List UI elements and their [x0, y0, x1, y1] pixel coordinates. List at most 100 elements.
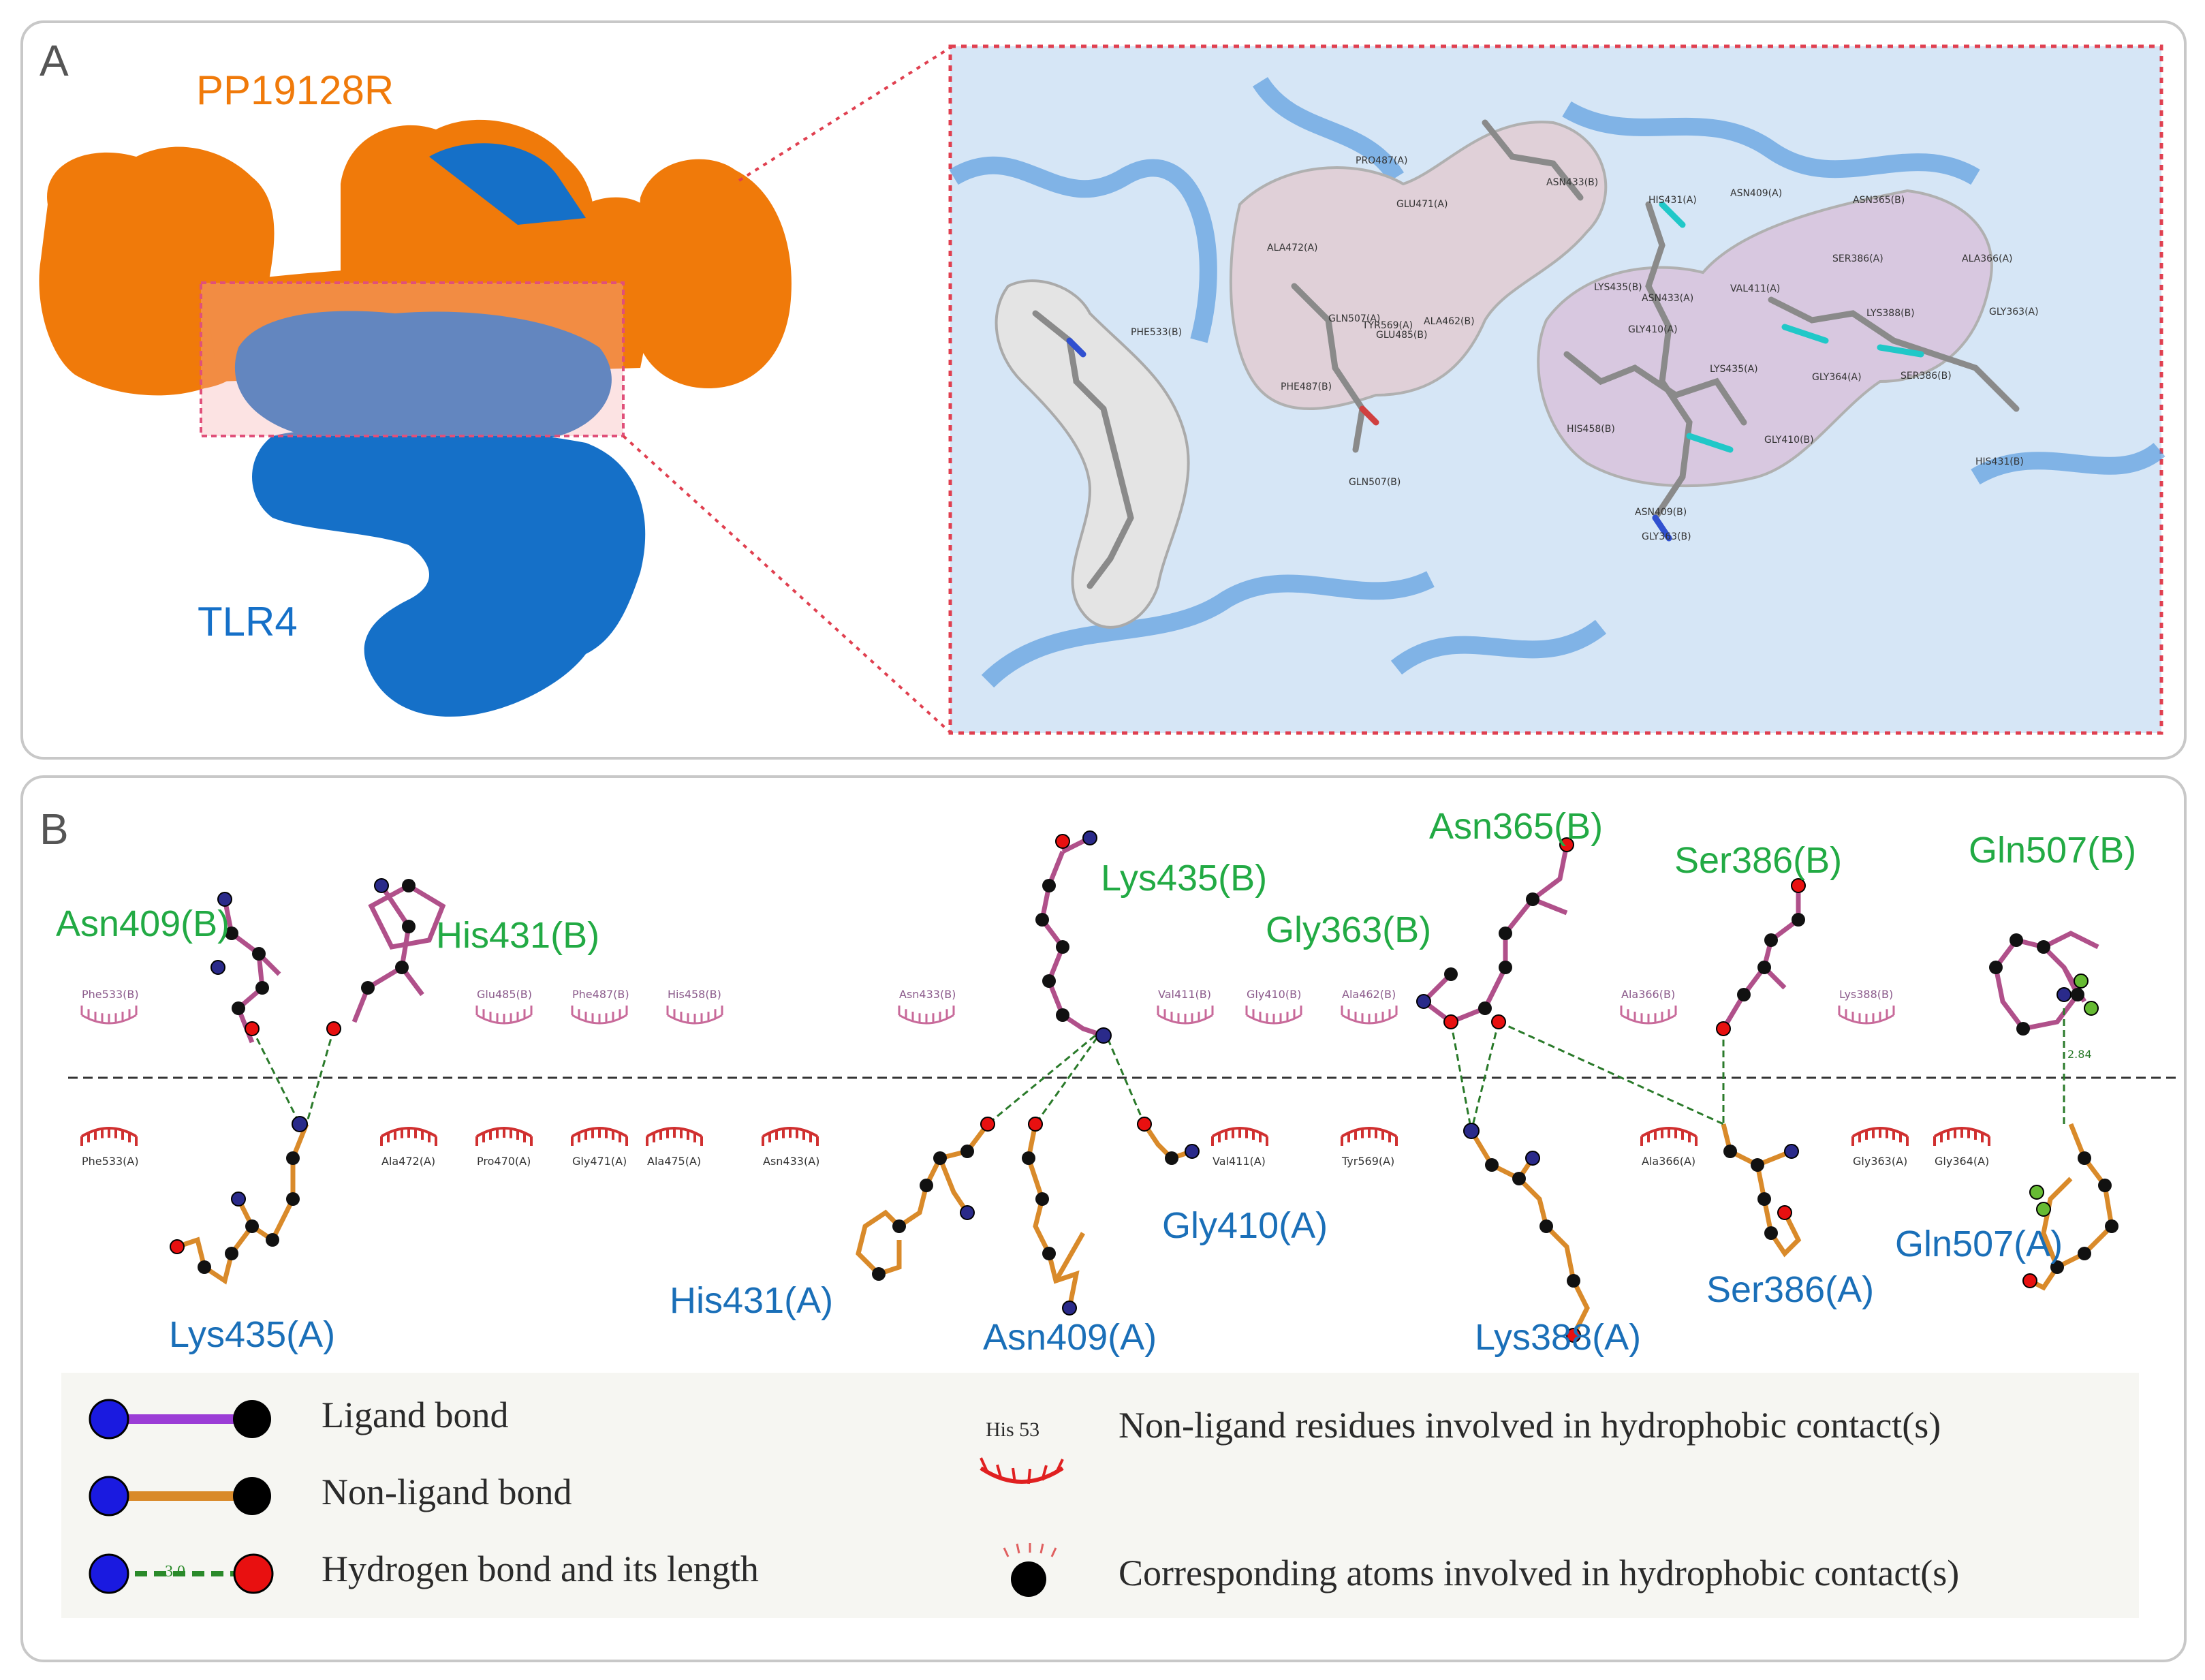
hydrophobic-residue-top: Gly410(B) [1247, 988, 1302, 1001]
label-asn409-a: Asn409(A) [983, 1317, 1157, 1358]
hydrophobic-arc-top [1838, 1006, 1895, 1025]
surface-patch-left [995, 279, 1190, 629]
legend-hydrophobic-arc-ticks [980, 1457, 1064, 1484]
detail-residue-label: PRO487(A) [1356, 155, 1408, 166]
detail-residue-label: PHE533(B) [1131, 327, 1183, 338]
detail-residue-label: GLY364(A) [1812, 372, 1862, 383]
label-ser386-b: Ser386(B) [1674, 840, 1843, 881]
detail-residue-label: ASN409(A) [1730, 188, 1783, 199]
detail-residue-label: ALA472(A) [1267, 243, 1318, 253]
detail-residue-label: LYS388(B) [1866, 308, 1915, 319]
detail-residue-label: GLY410(B) [1764, 435, 1814, 446]
hydrophobic-arc-top [571, 1006, 628, 1025]
hydrophobic-arc-top [666, 1006, 723, 1025]
detail-residue-label: ASN433(B) [1546, 177, 1599, 188]
legend-nitrogen-atom-1 [89, 1399, 129, 1440]
detail-residue-label: GLN507(A) [1328, 313, 1381, 324]
panel-b-label: B [40, 805, 69, 854]
hydrophobic-residue-bottom: Ala475(A) [647, 1155, 702, 1168]
hydrophobic-arcs-top [80, 1006, 1895, 1025]
panel-a-label: A [40, 36, 69, 85]
label-gln507-b: Gln507(B) [1969, 830, 2137, 871]
zoom-connector-bottom [622, 435, 952, 734]
legend-hbond-length-sample: 3.0 [165, 1563, 185, 1581]
detail-residue-label: HIS431(B) [1975, 456, 2024, 467]
hydrophobic-arc-bottom [1341, 1127, 1398, 1146]
legend-hydro-atoms-text: Corresponding atoms involved in hydropho… [1119, 1553, 1960, 1593]
hydrogen-bonds [251, 1008, 2065, 1132]
hydrophobic-arc-bottom [80, 1127, 138, 1146]
hydrophobic-residue-top: His458(B) [668, 988, 721, 1001]
detail-residue-label: ALA462(B) [1424, 316, 1475, 327]
hydrophobic-arc-top [80, 1006, 138, 1025]
hydrophobic-residue-top: Ala462(B) [1342, 988, 1396, 1001]
surface-patch-right [1537, 189, 1993, 488]
label-gly363-b: Gly363(B) [1266, 909, 1432, 950]
hydrophobic-arcs-bottom [80, 1127, 1990, 1146]
legend-ligand-bond-text: Ligand bond [322, 1395, 509, 1435]
hydrophobic-arc-bottom [1211, 1127, 1268, 1146]
detail-residue-label: LYS435(A) [1710, 364, 1758, 375]
legend-nonligand-bond-text: Non-ligand bond [322, 1472, 572, 1512]
legend-hydrophobic-atom-ticks [1003, 1543, 1057, 1557]
residue-sticks [1032, 119, 2020, 589]
detail-residue-label: LYS435(B) [1594, 282, 1642, 293]
detail-residue-label: GLY363(A) [1989, 307, 2039, 317]
hydrophobic-residue-bottom: Gly364(A) [1935, 1155, 1990, 1168]
hydrophobic-residue-top: Val411(B) [1158, 988, 1211, 1001]
hydrophobic-arc-bottom [571, 1127, 628, 1146]
detail-residue-label: GLU471(A) [1396, 199, 1448, 210]
detail-residue-label: VAL411(A) [1730, 283, 1781, 294]
hydrophobic-arc-bottom [762, 1127, 819, 1146]
atoms-oxygen [170, 834, 2037, 1343]
hydrophobic-residue-bottom: Ala472(A) [381, 1155, 436, 1168]
hydrophobic-residue-top: Phe487(B) [572, 988, 629, 1001]
hydrophobic-arc-top [475, 1006, 533, 1025]
legend-hydro-residue-sample: His 53 [986, 1418, 1040, 1441]
hbond-length-label: 2.84 [2067, 1048, 2092, 1061]
legend-carbon-atom-1 [233, 1400, 271, 1438]
label-gly410-a: Gly410(A) [1162, 1205, 1328, 1246]
hydrophobic-arc-top [1245, 1006, 1302, 1025]
hydrophobic-residue-top: Ala366(B) [1621, 988, 1676, 1001]
detail-residue-label: ASN365(B) [1853, 195, 1905, 206]
hydrophobic-residue-bottom: Phe533(A) [82, 1155, 139, 1168]
legend-hbond-text: Hydrogen bond and its length [322, 1549, 759, 1589]
hydrophobic-arc-top [1157, 1006, 1214, 1025]
receptor-protein-label: TLR4 [198, 599, 298, 644]
legend-oxygen-atom [233, 1553, 274, 1594]
atoms-hydrophobic-green [2029, 974, 2099, 1217]
hydrophobic-residue-bottom: Tyr569(A) [1342, 1155, 1395, 1168]
ligand-protein-label: PP19128R [196, 67, 394, 113]
hydrophobic-residue-bottom: Val411(A) [1213, 1155, 1266, 1168]
hydrophobic-arc-bottom [475, 1127, 533, 1146]
hydrophobic-arc-top [1341, 1006, 1398, 1025]
legend-hydrophobic-atom [1011, 1561, 1046, 1597]
receptor-protein-surface [234, 311, 646, 717]
label-ser386-a: Ser386(A) [1706, 1269, 1875, 1310]
detail-residue-label: ALA366(A) [1962, 253, 2013, 264]
label-lys435-a: Lys435(A) [169, 1314, 336, 1355]
hydrophobic-residue-top: Asn433(B) [899, 988, 956, 1001]
label-lys435-b: Lys435(B) [1101, 858, 1268, 899]
detail-residue-label: GLY363(B) [1642, 531, 1691, 542]
hydrophobic-arc-bottom [1851, 1127, 1909, 1146]
hydrophobic-residue-bottom: Pro470(A) [477, 1155, 531, 1168]
atoms-carbon [198, 879, 2118, 1288]
detail-residue-label: SER386(B) [1901, 371, 1952, 382]
detail-residue-label: HIS431(A) [1648, 195, 1697, 206]
hydrophobic-residue-bottom: Asn433(A) [763, 1155, 820, 1168]
detail-residue-label: GLU485(B) [1376, 330, 1428, 341]
detail-residue-label: HIS458(B) [1567, 424, 1615, 435]
label-his431-a: His431(A) [670, 1280, 834, 1321]
label-gln507-a: Gln507(A) [1895, 1224, 2063, 1264]
ribbon-backbone [949, 76, 2165, 688]
legend-nitrogen-atom-3 [89, 1553, 129, 1594]
detail-residue-label: GLY410(A) [1628, 324, 1678, 335]
hydrophobic-arc-top [898, 1006, 955, 1025]
hydrophobic-residue-top: Lys388(B) [1839, 988, 1894, 1001]
hydrophobic-arc-bottom [380, 1127, 437, 1146]
hydrophobic-residue-bottom: Gly363(A) [1853, 1155, 1908, 1168]
